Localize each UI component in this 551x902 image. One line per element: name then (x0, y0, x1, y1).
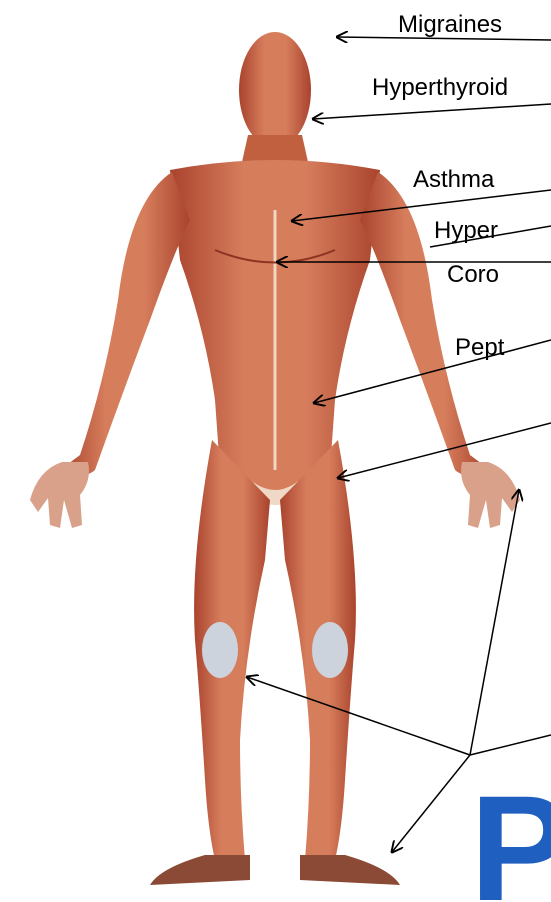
label-migraines: Migraines (398, 11, 502, 38)
arrow-foot (392, 755, 470, 852)
arrow-hand (470, 490, 519, 755)
label-hyperthyroid: Hyperthyroid (372, 74, 508, 101)
left-knee (202, 622, 238, 678)
right-knee (312, 622, 348, 678)
label-asthma: Asthma (413, 166, 495, 193)
label-hyper: Hyper (434, 217, 498, 244)
head (239, 32, 311, 148)
left-hand (30, 462, 89, 528)
label-coro: Coro (447, 261, 499, 288)
right-hand (461, 462, 520, 528)
left-arm (60, 172, 190, 475)
leader-offscreen (470, 735, 551, 755)
big-letter: P (470, 764, 551, 902)
left-foot (150, 855, 250, 885)
arrow-knee (247, 677, 470, 755)
right-foot (300, 855, 400, 885)
human-figure (30, 32, 520, 885)
arrow-hyperthyroid (313, 104, 551, 119)
label-pept: Pept (455, 334, 505, 361)
